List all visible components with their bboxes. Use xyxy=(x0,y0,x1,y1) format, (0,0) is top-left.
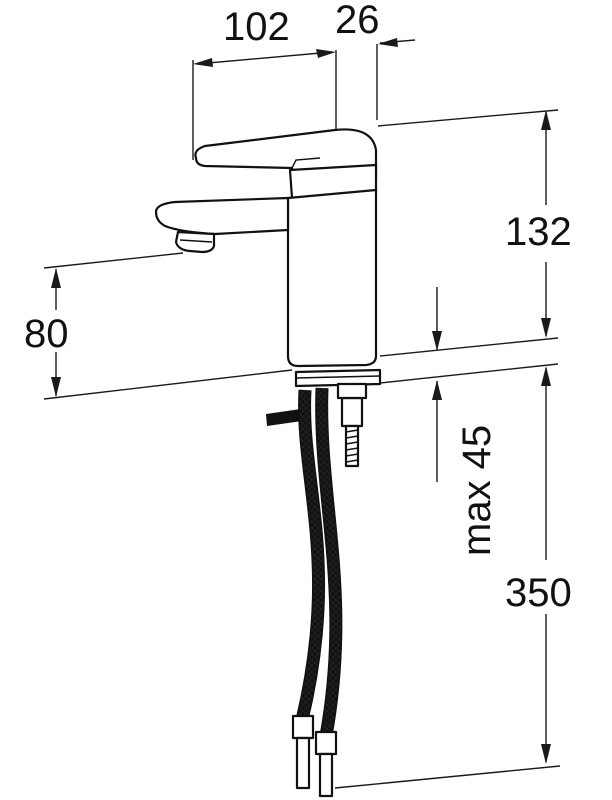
dimension-102-label: 102 xyxy=(223,5,290,49)
faucet-column xyxy=(286,188,378,368)
dimension-80: 80 xyxy=(24,252,293,400)
dimension-26-label: 26 xyxy=(335,0,380,42)
dimension-350: 350 xyxy=(334,366,572,789)
dimension-132-label: 132 xyxy=(505,210,572,254)
dimension-max-45: max 45 xyxy=(379,287,559,556)
faucet-spout xyxy=(154,196,290,236)
dimension-80-label: 80 xyxy=(24,312,69,356)
dimension-102: 102 xyxy=(192,5,337,160)
faucet-body xyxy=(154,128,378,368)
dimension-132: 132 xyxy=(377,109,572,357)
mounting-hardware xyxy=(266,368,382,468)
flex-hoses xyxy=(291,387,343,798)
dimension-max-45-label: max 45 xyxy=(455,425,499,556)
dimension-26: 26 xyxy=(335,0,416,120)
spout-aerator xyxy=(174,230,216,254)
dimension-350-label: 350 xyxy=(505,571,572,615)
